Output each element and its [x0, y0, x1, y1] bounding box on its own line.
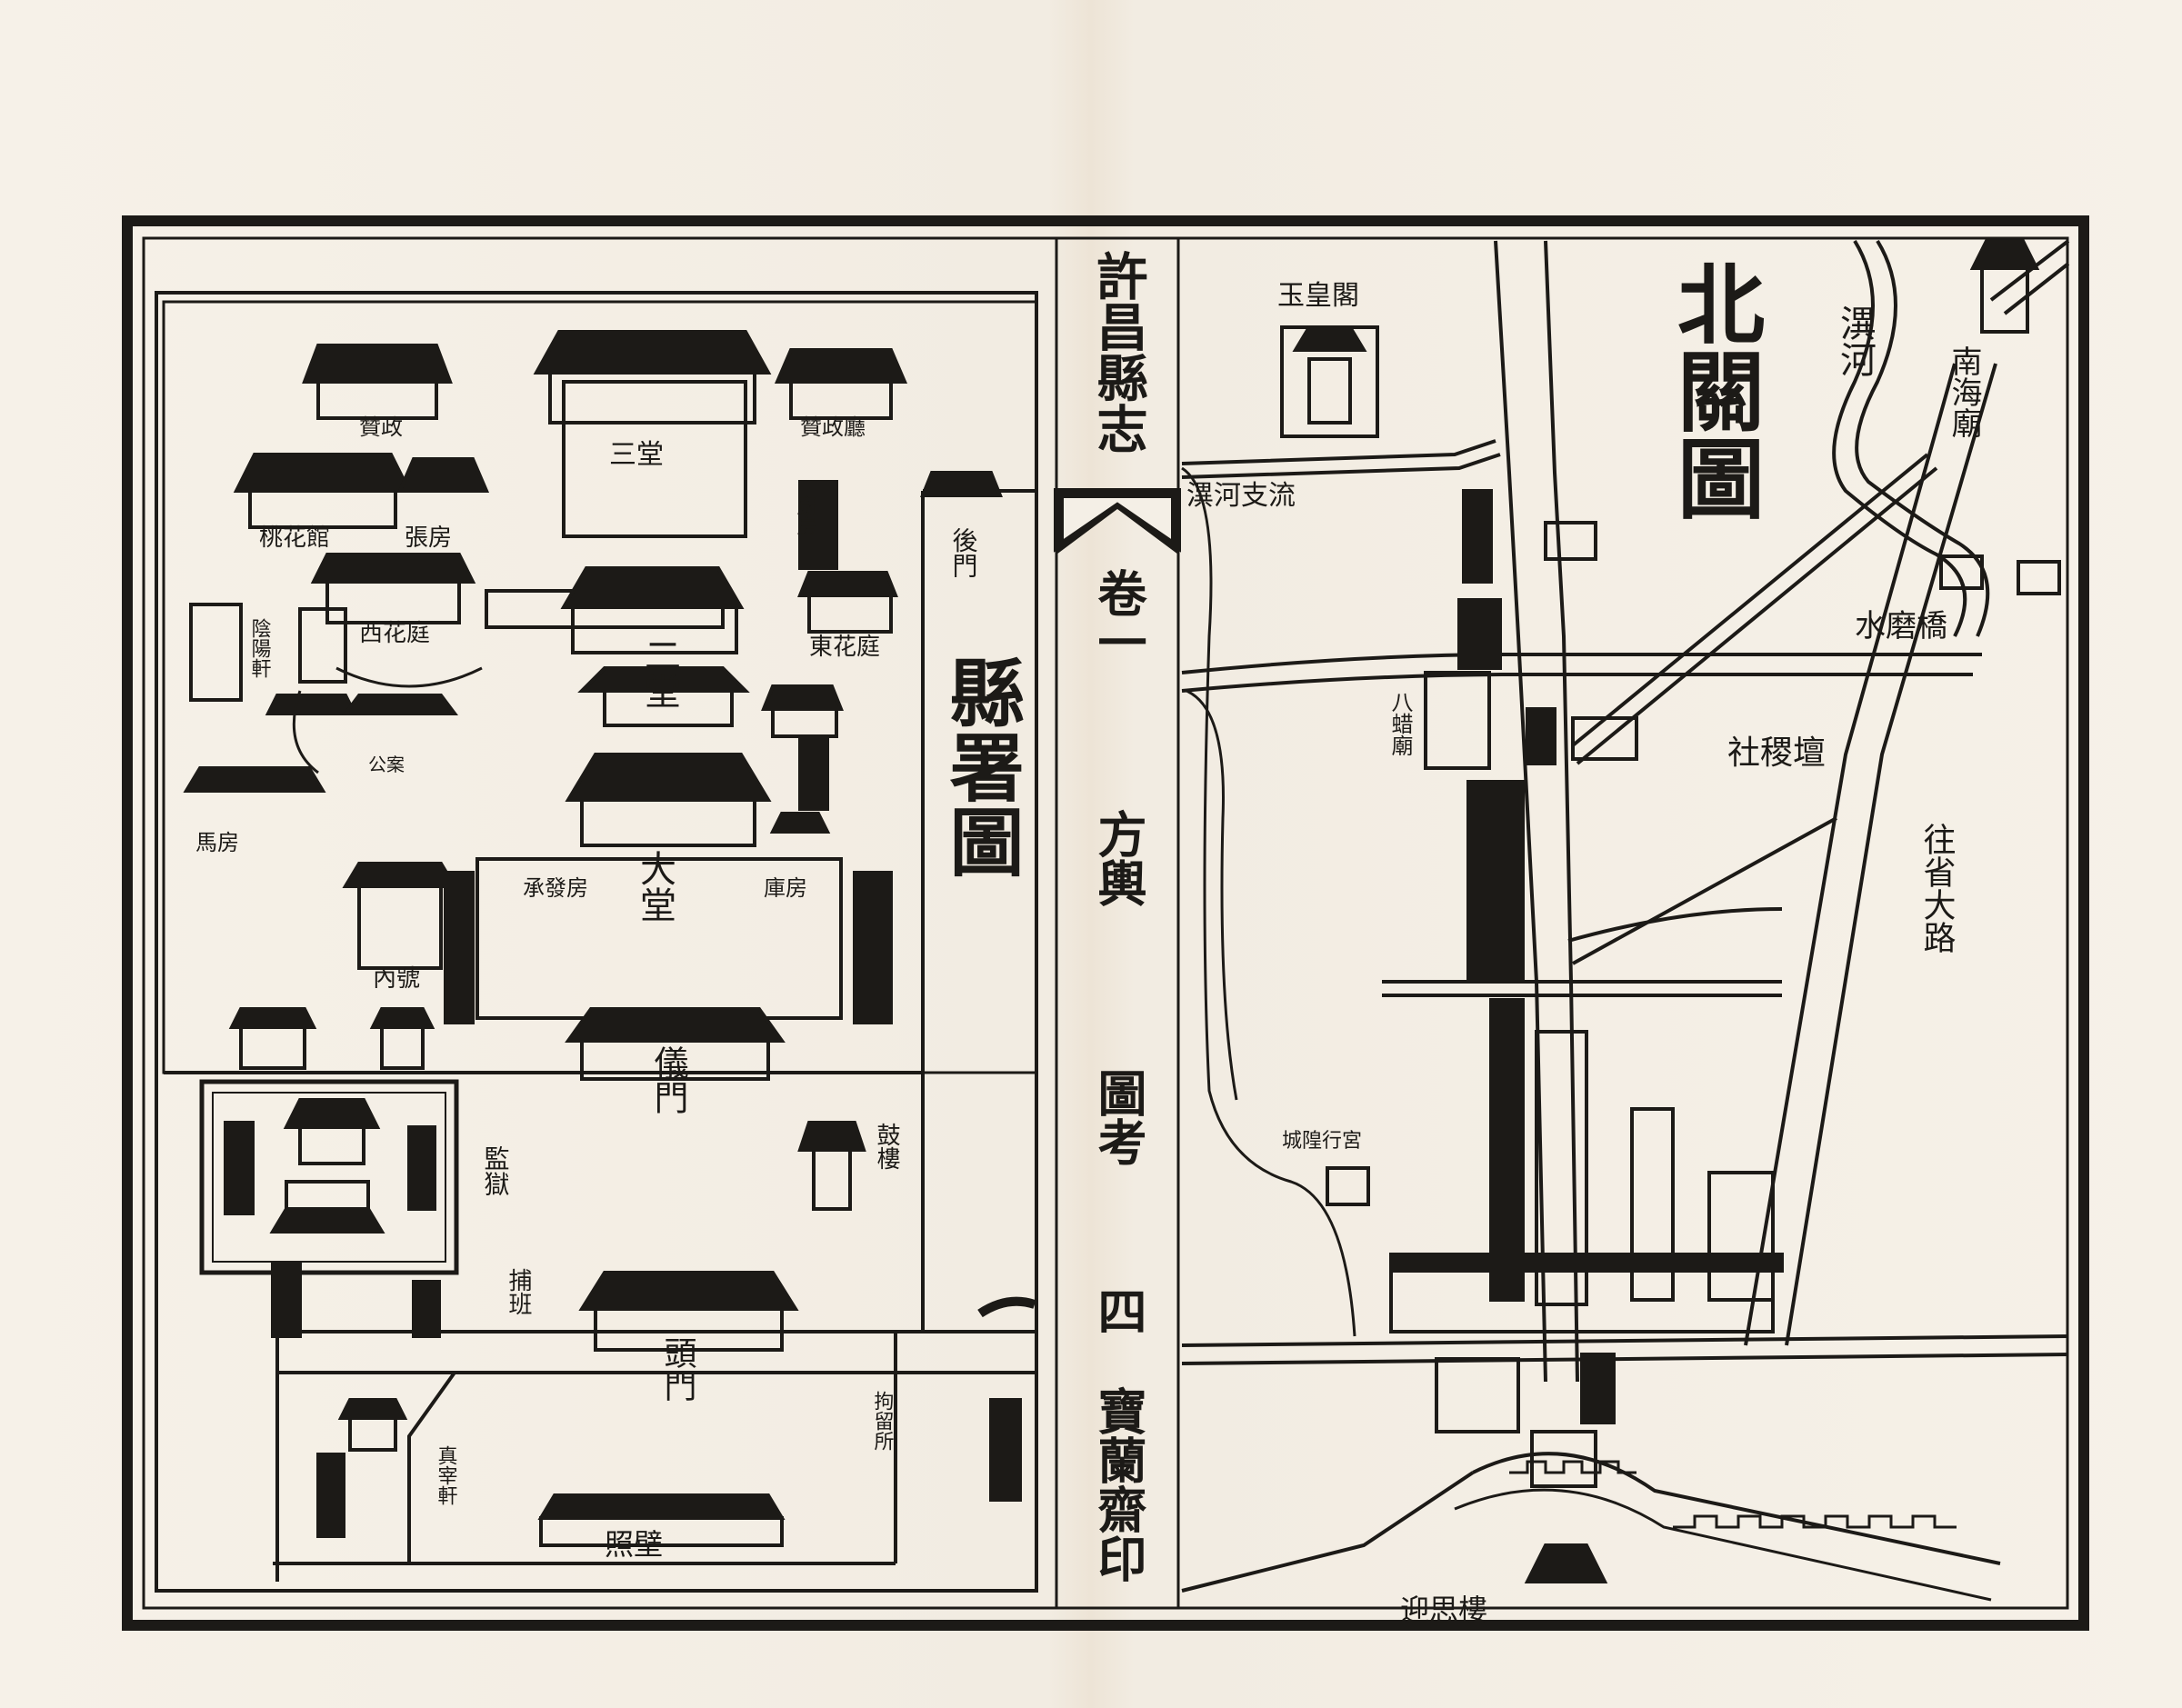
label-shejitan: 社稷壇 [1727, 734, 1826, 772]
spine-subsection: 圖考 [1089, 1068, 1147, 1166]
label-zhangfang: 張房 [405, 524, 452, 552]
left-map [155, 291, 1038, 1593]
label-nanhaimiao: 南海廟 [1946, 345, 1982, 438]
label-yingsilou: 迎思樓 [1400, 1593, 1487, 1627]
label-donghuating: 東花庭 [809, 634, 880, 661]
spine-volume: 卷一 [1089, 568, 1147, 666]
building-yimen [565, 1007, 786, 1081]
building-houmen [920, 471, 1003, 497]
label-sanzhai: 三堂 [609, 439, 664, 471]
spine-section: 方輿 [1089, 809, 1147, 907]
right-map-title: 北關圖 [1663, 259, 1766, 521]
building-ertang [560, 566, 745, 654]
label-chufang: 廚房 [794, 495, 817, 535]
label-datang: 大堂 [634, 850, 676, 923]
label-jianyu: 監獄 [481, 1145, 511, 1196]
label-neihao: 內號 [373, 965, 420, 993]
label-ertang: 二堂 [638, 636, 680, 709]
label-kufang: 庫房 [764, 875, 807, 901]
left-map-title: 縣署圖 [936, 654, 1024, 878]
label-chenghuangxinggong: 城隍行宮 [1282, 1130, 1362, 1153]
label-liuhe: 潩河 [1834, 305, 1876, 377]
label-zanzheng: 贊政 [359, 415, 403, 440]
label-buban: 捕班 [505, 1268, 532, 1315]
label-bajamiao: 八蜡廟 [1387, 691, 1413, 756]
label-zhaobi: 照壁 [605, 1527, 663, 1562]
outer-border [122, 215, 2089, 1631]
label-mafang: 馬房 [195, 830, 239, 855]
label-houmen: 後門 [949, 527, 979, 578]
label-yinyangxuan: 陰陽軒 [248, 618, 272, 678]
spine-page-number: 四 [1089, 1286, 1147, 1335]
inner-border [142, 236, 2069, 1610]
label-chengfa: 承發房 [523, 875, 588, 901]
building-zhaobi [537, 1493, 786, 1547]
label-toumen: 頭門 [659, 1336, 696, 1402]
label-zanzhengting: 贊政廳 [800, 415, 866, 440]
label-shuimoqiao: 水磨橋 [1855, 608, 1947, 644]
building-datang [565, 666, 772, 847]
label-gongan: 公案 [368, 754, 405, 775]
building-sanzhai [533, 330, 772, 425]
label-gulou: 鼓樓 [873, 1123, 900, 1170]
label-wangshengdalu: 往省大路 [1918, 823, 1956, 954]
label-yuhuangge: 玉皇閣 [1277, 280, 1359, 312]
building-toumen [578, 1271, 799, 1352]
spine-printer: 寶蘭齋印 [1089, 1386, 1147, 1583]
label-xihuating: 西花庭 [359, 620, 430, 647]
right-map [1181, 239, 2070, 1602]
label-yimen: 儀門 [648, 1045, 688, 1114]
label-jushisuo: 拘留所 [871, 1391, 895, 1451]
spine-title: 許昌縣志 [1088, 250, 1148, 454]
label-taohuaguan: 桃花館 [259, 524, 330, 552]
label-liuzhihe: 潩河支流 [1186, 480, 1296, 512]
label-zhenwangxuan: 真宰軒 [435, 1445, 458, 1505]
